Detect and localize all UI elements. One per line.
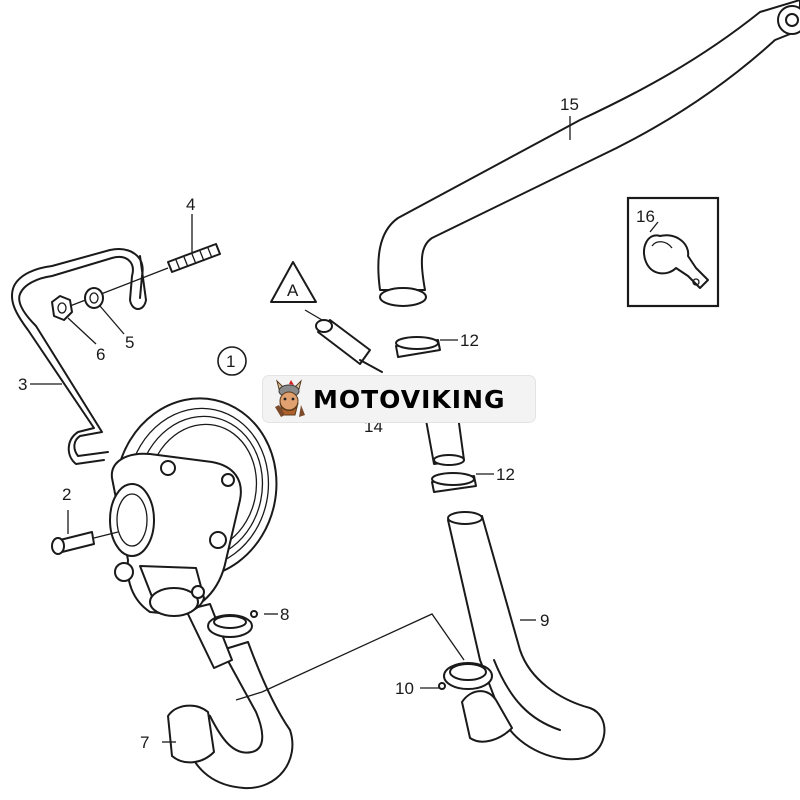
clamp-8	[207, 610, 258, 638]
callout-3: 3	[18, 375, 27, 394]
leader-16	[649, 221, 659, 233]
hose-7	[167, 603, 294, 790]
viking-mascot-icon	[275, 379, 305, 417]
stud-4	[69, 214, 221, 307]
callout-12-upper: 12	[460, 331, 479, 350]
hose-15	[377, 0, 800, 307]
hose-9	[447, 511, 606, 761]
watermark-banner: MOTOVIKING	[263, 376, 535, 422]
callout-15: 15	[560, 95, 579, 114]
callout-7: 7	[140, 733, 149, 752]
pipe-14	[304, 309, 383, 373]
callout-8: 8	[280, 605, 289, 624]
callout-1-circle	[217, 346, 247, 376]
callout-1: 1	[226, 352, 235, 371]
callout-5: 5	[125, 333, 134, 352]
inset-box-16	[626, 196, 720, 308]
assembly-lines	[235, 613, 465, 701]
ring-12-upper	[395, 336, 441, 358]
callout-12-lower: 12	[496, 465, 515, 484]
bracket-pipe-3	[10, 248, 147, 465]
bolt-2	[51, 510, 119, 555]
clamp-10	[438, 662, 493, 690]
callout-16: 16	[636, 207, 655, 226]
washer-5	[84, 287, 125, 335]
callout-2: 2	[62, 485, 71, 504]
water-pump-1	[109, 397, 278, 617]
hose-connector	[425, 415, 465, 466]
callout-10: 10	[395, 679, 414, 698]
watermark-brand: MOTOVIKING	[313, 384, 506, 414]
warning-label: A	[287, 281, 299, 300]
warning-triangle	[270, 261, 317, 303]
callout-9: 9	[540, 611, 549, 630]
nut-6	[51, 295, 97, 345]
callout-4: 4	[186, 195, 195, 214]
callout-6: 6	[96, 345, 105, 364]
ring-12-lower	[431, 472, 477, 493]
